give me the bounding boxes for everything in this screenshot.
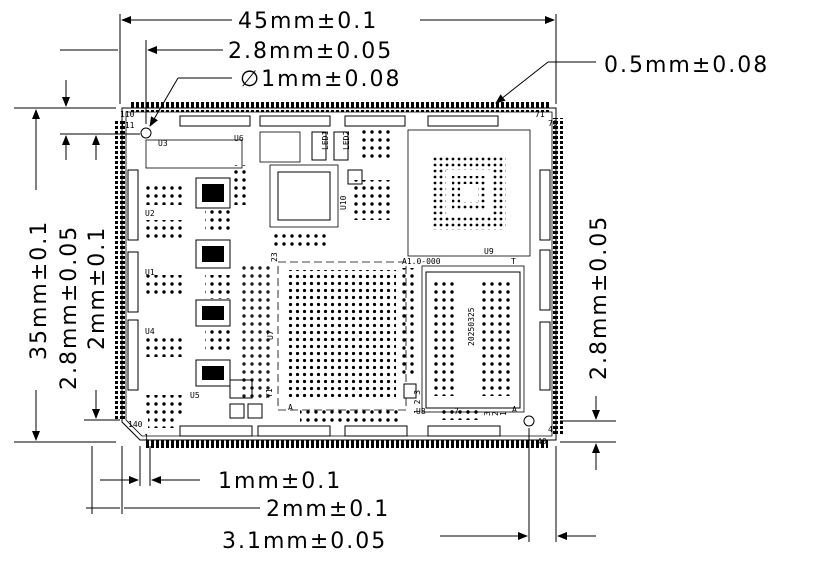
- dim-height: 35mm±0.1: [27, 220, 52, 360]
- ref-1: 1: [499, 411, 508, 416]
- ref-a-mark-2: A: [512, 405, 517, 414]
- ref-u6: U6: [234, 134, 244, 143]
- ref-u4: U4: [145, 327, 155, 336]
- power-section: [145, 139, 263, 419]
- ref-u3: U3: [158, 139, 168, 148]
- dimension-lines: [14, 14, 616, 542]
- ref-y1: Y1: [265, 388, 274, 398]
- left-pin-row: [115, 120, 125, 420]
- dimension-texts: 45mm±0.1 2.8mm±0.05 ∅1mm±0.08 0.5mm±0.08…: [27, 9, 769, 554]
- dim-top-pitch: 2.8mm±0.05: [228, 39, 393, 64]
- dim-bottom-offset: 3.1mm±0.05: [222, 529, 387, 554]
- dim-bottom-row: 2mm±0.1: [266, 497, 390, 522]
- right-pin-row: [553, 118, 563, 436]
- dim-right-offset: 2.8mm±0.05: [587, 215, 612, 380]
- u10-region: [259, 128, 392, 250]
- ref-2: 2: [491, 411, 500, 416]
- ref-u5: U5: [190, 391, 200, 400]
- pin-labels: 110 111 71 70 140 1 40 41: [120, 110, 558, 446]
- dim-pad-edge: 0.5mm±0.08: [604, 53, 769, 78]
- edge-connectors: [127, 115, 551, 437]
- bottom-pin-row: [146, 438, 548, 448]
- ref-date: 20250325: [467, 307, 476, 346]
- pin-label-110: 110: [120, 110, 135, 119]
- ref-u8: U8: [416, 407, 426, 416]
- board-outline: [115, 102, 563, 448]
- ref-u1: U1: [145, 268, 155, 277]
- mounting-hole-top-left: [140, 127, 152, 139]
- mounting-hole-bottom-right: [523, 415, 535, 427]
- dim-left-offset-2: 2mm±0.1: [85, 226, 110, 350]
- pin-label-140: 140: [128, 420, 143, 429]
- ref-led1: LED1: [321, 131, 330, 150]
- ref-version: A1.0-000: [402, 257, 441, 266]
- ref-123: 1 2 3: [413, 390, 422, 414]
- ref-t-mark: T: [511, 257, 516, 266]
- ref-a-mark-1: A: [288, 403, 293, 412]
- ref-7: 7: [454, 407, 459, 416]
- memory-chip: [421, 265, 525, 413]
- ref-u10: U10: [339, 195, 348, 210]
- pin-label-71: 71: [535, 110, 545, 119]
- ref-u2: U2: [145, 209, 155, 218]
- dim-width: 45mm±0.1: [238, 9, 378, 34]
- top-pin-row: [130, 102, 550, 112]
- dim-left-offset-1: 2.8mm±0.05: [57, 225, 82, 390]
- ref-u7: U7: [266, 330, 275, 340]
- bottom-area: [148, 406, 480, 428]
- pin-label-40: 40: [537, 437, 547, 446]
- u7-bga: [240, 261, 417, 411]
- ref-u9: U9: [484, 247, 494, 256]
- ref-23: 23: [270, 252, 279, 262]
- pin-label-41: 41: [548, 425, 558, 434]
- u9-bga: [407, 129, 531, 257]
- dim-bottom-pitch: 1mm±0.1: [218, 469, 342, 494]
- pin-label-1: 1: [144, 433, 149, 442]
- ref-led2: LED2: [342, 131, 351, 150]
- pin-label-70: 70: [548, 119, 558, 128]
- component-refs: U3 U6 LED1 LED2 U10 U9 U2 U1 U4 U5 U7 Y1…: [145, 131, 517, 416]
- dim-hole-diameter: ∅1mm±0.08: [240, 67, 401, 92]
- ref-3: 3: [483, 411, 492, 416]
- pin-label-111: 111: [120, 121, 135, 130]
